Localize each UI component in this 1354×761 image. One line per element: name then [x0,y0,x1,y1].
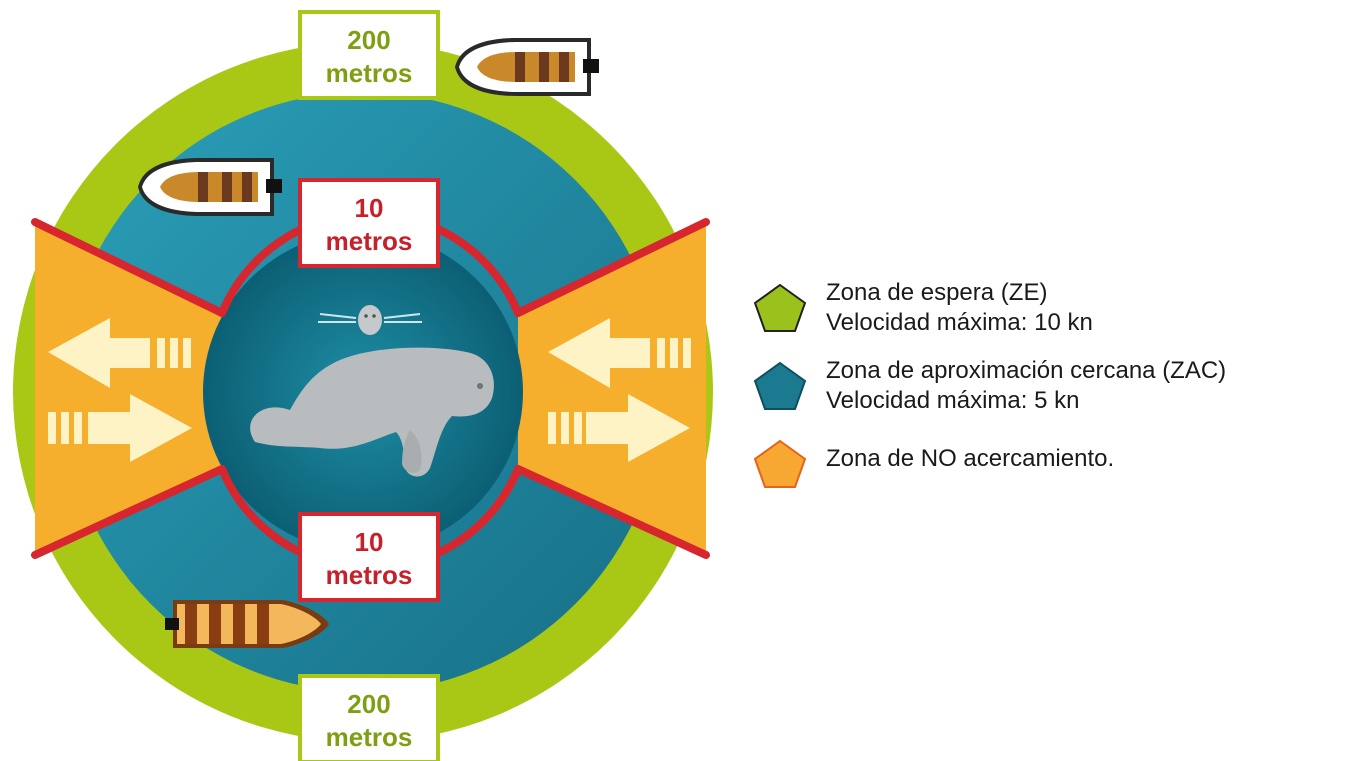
legend-detail: Velocidad máxima: 10 kn [826,309,1093,336]
rowboat-icon [165,600,329,648]
legend: Zona de espera (ZE) Velocidad máxima: 10… [752,278,1342,512]
legend-name: Zona de NO acercamiento. [826,445,1115,472]
label-number: 200 [347,689,390,719]
left-arrows [48,318,192,462]
label-unit: metros [326,226,413,256]
label-number: 200 [347,25,390,55]
label-10-bottom: 10 metros [298,512,440,602]
boat-icon [138,158,282,216]
label-number: 10 [355,193,384,223]
legend-name: Zona de aproximación cercana (ZAC) [826,357,1227,384]
label-200-bottom: 200 metros [298,674,440,761]
arrow-left-icon [48,318,150,388]
orange-pentagon-icon [753,439,807,488]
manatee-icon [250,347,494,477]
legend-name: Zona de espera (ZE) [826,279,1048,306]
arrow-right-icon [88,394,192,462]
label-number: 10 [355,527,384,557]
arrow-left-icon [548,318,650,388]
no-approach-zone-left [35,222,222,555]
arrow-right-icon [586,394,690,462]
no-approach-zone-right [518,222,706,555]
label-unit: metros [326,722,413,752]
legend-item-waiting-zone: Zona de espera (ZE) Velocidad máxima: 10… [752,278,1342,356]
legend-item-approach-zone: Zona de aproximación cercana (ZAC) Veloc… [752,356,1342,434]
boat-icon [455,38,599,96]
label-200-top: 200 metros [298,10,440,100]
label-unit: metros [326,58,413,88]
manatee-zone-diagram: 200 metros 10 metros 10 metros 200 metro… [13,10,713,761]
legend-item-no-approach-zone: Zona de NO acercamiento. [752,434,1342,512]
legend-detail: Velocidad máxima: 5 kn [826,387,1080,414]
right-arrows [548,318,691,462]
label-10-top: 10 metros [298,178,440,268]
teal-pentagon-icon [753,361,807,410]
label-unit: metros [326,560,413,590]
seal-head-icon [318,305,422,335]
green-pentagon-icon [753,283,807,332]
